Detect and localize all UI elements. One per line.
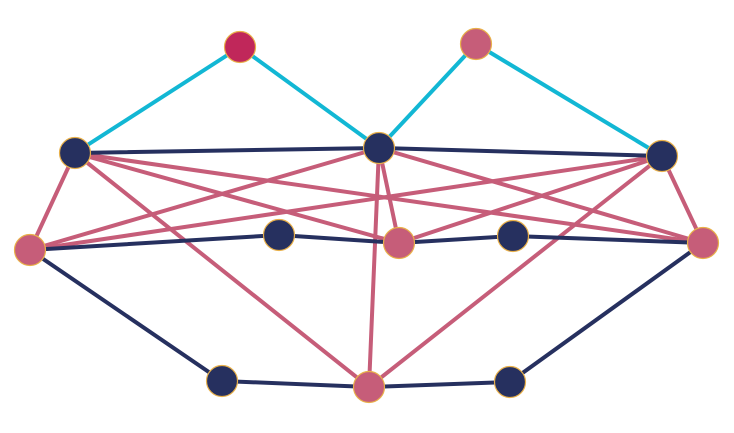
edge-upper-left-to-upper-center [73,146,381,155]
node-upper-right [645,139,679,173]
node-bottom-center [352,370,386,404]
edge-middle-left-to-middle-center [277,233,401,245]
edge-upper-right-to-middle-center [397,154,664,245]
node-middle-right [496,219,530,253]
edge-upper-center-to-bottom-center [367,146,381,389]
graph-edges [28,42,705,389]
node-middle-center [382,226,416,260]
node-top-left [223,30,257,64]
edge-top-left-to-upper-left [73,45,242,155]
edge-upper-center-to-upper-right [377,146,664,158]
edge-upper-right-to-bottom-center [367,154,664,389]
edge-upper-left-to-middle-center [73,151,401,245]
edge-upper-left-to-bottom-center [73,151,371,389]
node-bottom-right [493,365,527,399]
node-bottom-left [205,364,239,398]
edge-upper-right-to-middle-far-left [28,154,664,252]
node-middle-left [262,218,296,252]
edge-bottom-left-to-bottom-center [220,379,371,389]
edge-middle-far-left-to-middle-left [28,233,281,252]
node-top-right [459,27,493,61]
edge-middle-center-to-middle-right [397,234,515,245]
edge-top-right-to-upper-right [474,42,664,158]
edge-middle-right-to-middle-far-right [511,234,705,245]
edge-upper-left-to-middle-far-left [28,151,77,252]
edge-bottom-right-to-middle-far-right [508,241,705,384]
node-upper-center [362,131,396,165]
edge-middle-far-left-to-bottom-left [28,248,224,383]
node-middle-far-right [686,226,720,260]
edge-top-left-to-upper-center [238,45,381,150]
node-upper-left [58,136,92,170]
graph-nodes [13,27,720,404]
edge-top-right-to-upper-center [377,42,478,150]
edge-bottom-center-to-bottom-right [367,380,512,389]
edge-upper-center-to-middle-far-left [28,146,381,252]
node-middle-far-left [13,233,47,267]
